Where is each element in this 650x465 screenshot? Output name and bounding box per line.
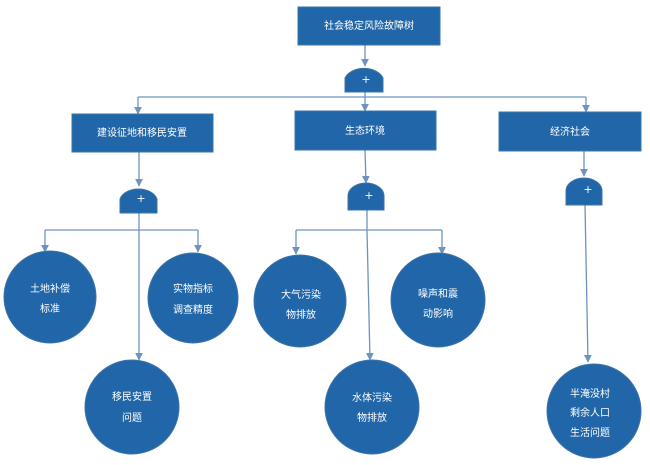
basic-event-label-line: 动影响 — [423, 307, 453, 320]
or-gate-icon — [119, 188, 158, 214]
or-gate-icon — [565, 177, 603, 206]
basic-event[interactable]: 半淹没村 剩余人口 生活问题 — [546, 363, 642, 459]
basic-event[interactable]: 实物指标 调查精度 — [147, 252, 239, 344]
gate-symbol: + — [364, 189, 373, 202]
branch-3-or-gate[interactable]: + — [565, 177, 603, 206]
basic-event-label-line: 问题 — [122, 411, 142, 424]
basic-event-circle[interactable] — [3, 250, 97, 344]
branch-event-2[interactable]: 生态环境 — [294, 110, 437, 151]
basic-event-label-line: 水体污染 — [352, 391, 392, 404]
branch-event-box[interactable] — [71, 113, 214, 153]
basic-event-label-line: 物排放 — [286, 308, 316, 321]
branch-event-label: 生态环境 — [345, 124, 385, 137]
or-gate-icon — [347, 182, 385, 211]
root-event-label: 社会稳定风险故障树 — [324, 19, 414, 32]
basic-event-circle[interactable] — [147, 252, 239, 344]
gate-symbol: + — [361, 73, 370, 86]
branch-event-1[interactable]: 建设征地和移民安置 — [71, 113, 214, 153]
basic-event-circle[interactable] — [390, 252, 486, 348]
basic-event-label-line: 土地补偿 — [30, 282, 70, 295]
basic-event-label-line: 大气污染 — [281, 288, 321, 301]
basic-event-circle[interactable] — [84, 359, 180, 455]
basic-event[interactable]: 移民安置 问题 — [84, 359, 180, 455]
basic-event-circle[interactable] — [324, 359, 420, 455]
basic-event[interactable]: 噪声和震 动影响 — [390, 252, 486, 348]
basic-event[interactable]: 土地补偿 标准 — [3, 250, 97, 344]
basic-event-label-line: 物排放 — [357, 411, 387, 424]
or-gate-icon — [344, 67, 384, 93]
branch-event-box[interactable] — [294, 110, 437, 151]
root-event-box[interactable] — [297, 6, 441, 46]
edge-branch-2-to-gate — [361, 149, 370, 184]
basic-event-circle[interactable] — [546, 363, 642, 459]
branch-event-label: 建设征地和移民安置 — [97, 126, 187, 139]
edge-to-event-2-2 — [365, 229, 374, 361]
branch-event-box[interactable] — [498, 111, 642, 152]
basic-event-label-line: 半淹没村 — [570, 387, 610, 400]
basic-event-label-line: 标准 — [40, 303, 60, 315]
basic-event[interactable]: 水体污染 物排放 — [324, 359, 420, 455]
root-or-gate[interactable]: + — [344, 67, 384, 93]
root-event[interactable]: 社会稳定风险故障树 — [297, 6, 441, 46]
basic-event[interactable]: 大气污染 物排放 — [253, 254, 347, 348]
edge-to-event-3-1 — [583, 204, 592, 363]
gate-symbol: + — [583, 183, 592, 196]
basic-event-label-line: 移民安置 — [112, 390, 152, 403]
basic-event-label-line: 噪声和震 — [418, 287, 458, 300]
branch-1-or-gate[interactable]: + — [119, 188, 158, 214]
basic-event-label-line: 实物指标 — [173, 282, 213, 295]
basic-event-label-line: 生活问题 — [570, 426, 610, 439]
basic-event-label-line: 剩余人口 — [570, 406, 610, 419]
branch-2-or-gate[interactable]: + — [347, 182, 385, 211]
connectors — [41, 45, 592, 363]
branch-event-3[interactable]: 经济社会 — [498, 111, 642, 152]
basic-event-label-line: 调查精度 — [173, 303, 213, 316]
branch-event-label: 经济社会 — [550, 125, 590, 138]
basic-event-circle[interactable] — [253, 254, 347, 348]
gate-symbol: + — [136, 192, 145, 205]
